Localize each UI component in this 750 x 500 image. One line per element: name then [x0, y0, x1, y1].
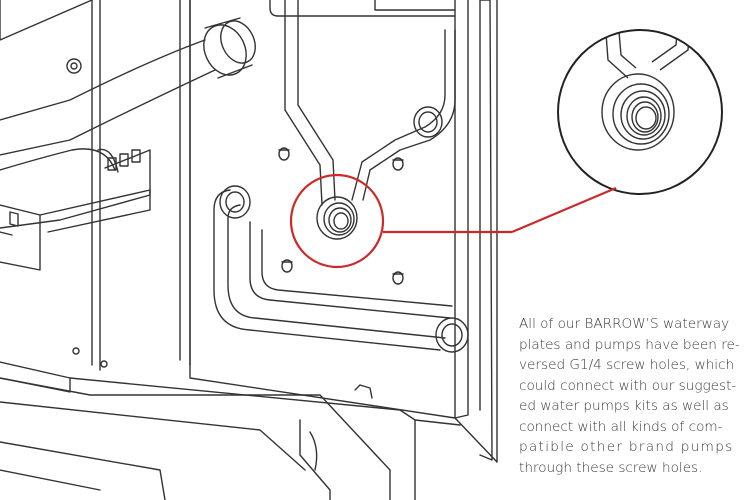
zoom-detail [557, 29, 723, 195]
mount-block [0, 189, 151, 271]
callout-zoom-line [511, 186, 617, 234]
description-line: All of our BARROW’S waterway [519, 316, 730, 332]
description-line: versed G1/4 screw holes, which [519, 357, 735, 373]
callout-circle [289, 173, 385, 269]
zoom-lens-outline [557, 29, 723, 195]
chassis-panel [0, 0, 191, 371]
description-line: ed water pumps kits as well as [519, 398, 729, 414]
description-line: connect with all kinds of com- [519, 418, 723, 435]
bottom-frame [0, 361, 498, 500]
description-text: All of our BARROW’S waterway plates and … [519, 314, 745, 478]
description-line: patible other brand pumps [519, 439, 734, 455]
description-line: through these screw holes. [519, 459, 703, 476]
description-line: could connect with our suggest- [519, 377, 737, 394]
tube-fitting [0, 17, 256, 229]
port-callout [289, 173, 617, 269]
description-line: plates and pumps have been re- [519, 336, 740, 353]
